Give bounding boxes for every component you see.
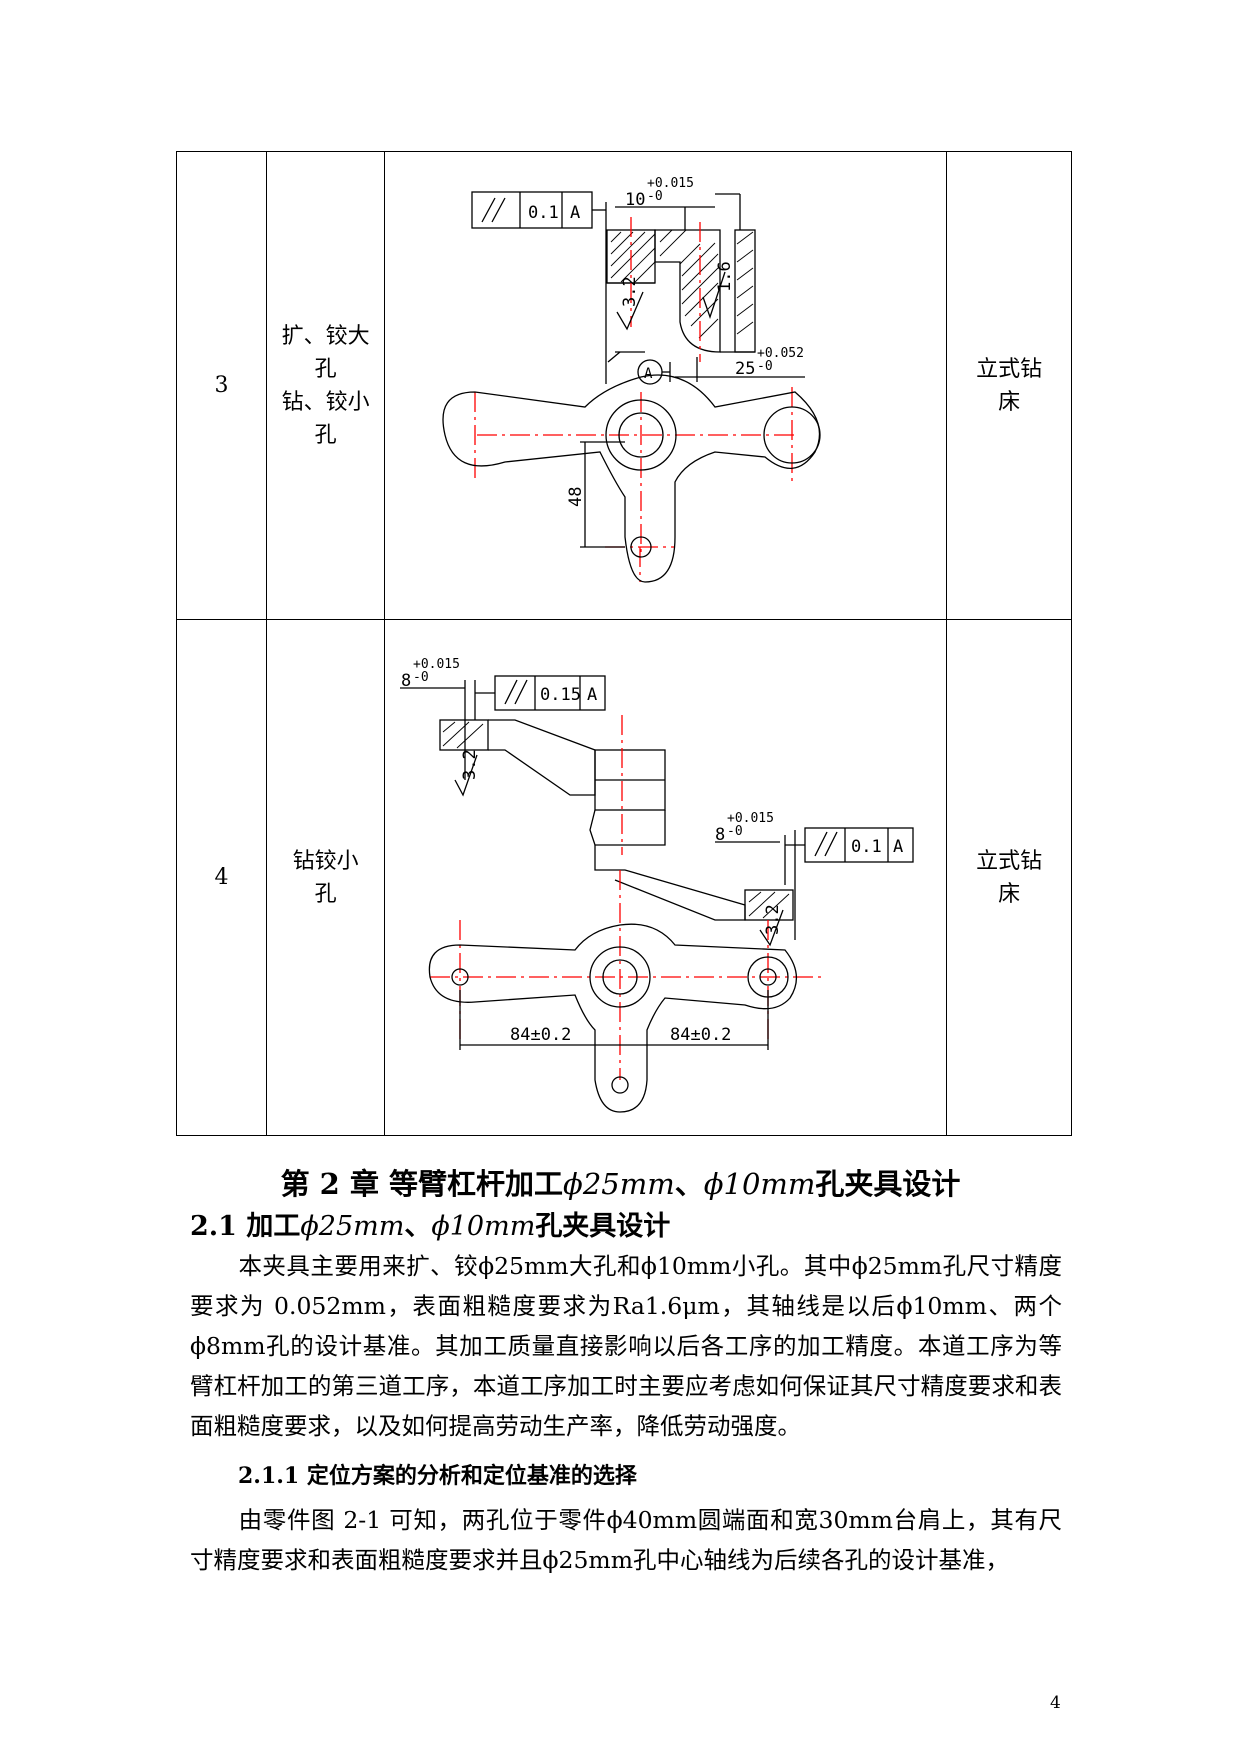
table-row: 3 扩、铰大 孔 钻、铰小 孔 [175,151,1072,620]
drawing-cell: 0.1 A 10 +0.015 -0 3.2 1.6 25 +0.052 -0 … [384,151,948,620]
dim-b: 8 [715,825,725,845]
chapter-suffix: 孔夹具设计 [815,1167,961,1201]
dim-upper-tol-low: -0 [647,189,663,204]
roughness-3-2: 3.2 [620,276,640,307]
chapter-sym2: ϕ10mm [703,1167,816,1201]
step-name: 钻铰小 孔 [292,848,359,907]
dim-lower-tol: +0.052 [757,346,804,361]
section-suffix: 孔夹具设计 [535,1211,671,1242]
step-name: 扩、铰大 孔 钻、铰小 孔 [281,323,370,448]
paragraph-1-text: 本夹具主要用来扩、铰ϕ25mm大孔和ϕ10mm小孔。其中ϕ25mm孔尺寸精度要求… [190,1252,1062,1440]
section-sym1: ϕ25mm [300,1211,405,1242]
table-row: 4 钻铰小 孔 [175,619,1072,1136]
dim-left-84: 84±0.2 [510,1025,571,1045]
drawing-step-4: 8 +0.015 -0 0.15 A 3.2 8 +0.015 -0 0.1 A… [400,657,914,1113]
dim-lower: 25 [735,359,755,379]
machine-tool: 立式钻 床 [976,356,1043,415]
tol-datum: A [570,203,580,223]
machine-tool: 立式钻 床 [976,848,1043,907]
section-num: 2.1 加工 [190,1211,301,1242]
step-number: 3 [175,151,268,620]
step-number: 4 [175,619,268,1136]
dim-48: 48 [566,487,586,507]
tol-b: 0.1 [851,837,882,857]
paragraph-2-text: 由零件图 2-1 可知，两孔位于零件ϕ40mm圆端面和宽30mm台肩上，其有尺寸… [190,1506,1062,1574]
roughness-1-6: 1.6 [715,261,735,292]
dim-a-tol: +0.015 [413,657,460,672]
section-sym2: ϕ10mm [431,1211,536,1242]
dim-b-tol: +0.015 [727,811,774,826]
chapter-sym1: ϕ25mm [563,1167,675,1201]
datum-a-circle: A [644,366,653,382]
subsection-title: 2.1.1 定位方案的分析和定位基准的选择 [238,1463,637,1489]
paragraph-2: 由零件图 2-1 可知，两孔位于零件ϕ40mm圆端面和宽30mm台肩上，其有尺寸… [190,1500,1062,1580]
drawing-cell: 8 +0.015 -0 0.15 A 3.2 8 +0.015 -0 0.1 A… [384,619,948,1136]
dim-lower-tol-low: -0 [757,359,773,374]
dim-upper: 10 [625,190,645,210]
dim-upper-tol: +0.015 [647,176,694,191]
paragraph-1: 本夹具主要用来扩、铰ϕ25mm大孔和ϕ10mm小孔。其中ϕ25mm孔尺寸精度要求… [190,1246,1062,1446]
section-title: 2.1 加工ϕ25mm、ϕ10mm孔夹具设计 [190,1208,670,1246]
chapter-sep: 、 [674,1167,704,1201]
chapter-prefix: 第 2 章 等臂杠杆加工 [280,1167,564,1201]
page-number: 4 [1050,1693,1061,1713]
drawing-step-3: 0.1 A 10 +0.015 -0 3.2 1.6 25 +0.052 -0 … [442,176,821,583]
datum-a: A [587,685,597,705]
dim-b-tol-low: -0 [727,824,743,839]
dim-a-tol-low: -0 [413,670,429,685]
section-sep: 、 [404,1211,432,1242]
chapter-title: 第 2 章 等臂杠杆加工ϕ25mm、ϕ10mm孔夹具设计 [0,1164,1241,1204]
dim-right-84: 84±0.2 [670,1025,731,1045]
datum-b: A [893,837,903,857]
roughness-b: 3.2 [763,904,783,935]
dim-a: 8 [401,671,411,691]
roughness-a: 3.2 [460,749,480,780]
tol-a: 0.15 [540,685,581,705]
process-table: 3 扩、铰大 孔 钻、铰小 孔 [175,151,1072,1136]
tol-value: 0.1 [528,203,559,223]
